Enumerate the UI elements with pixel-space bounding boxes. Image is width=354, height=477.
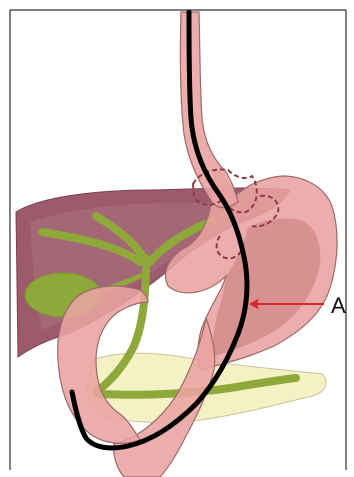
- callout-label-a: A: [331, 294, 346, 318]
